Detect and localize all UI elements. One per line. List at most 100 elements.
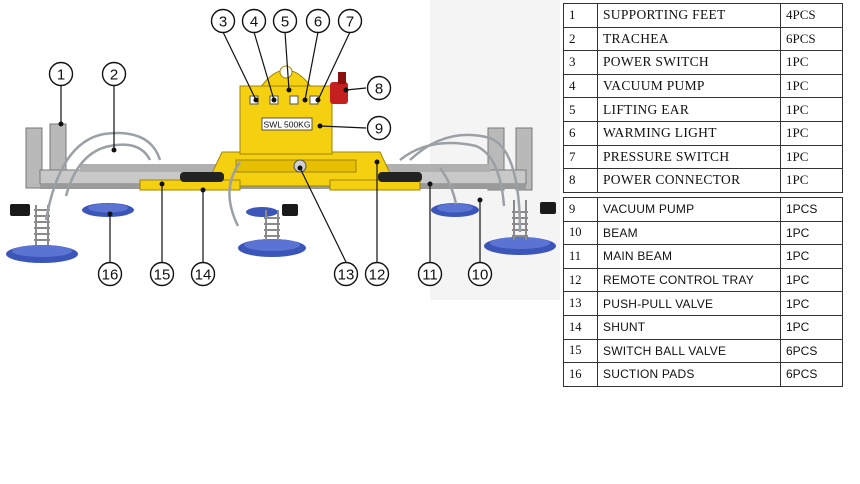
part-quantity: 4PCS (780, 3, 843, 28)
svg-text:4: 4 (250, 14, 258, 31)
leader-lines (60, 31, 481, 263)
part-name: WARMING LIGHT (597, 120, 781, 146)
part-quantity: 1PC (780, 73, 843, 99)
part-quantity: 1PC (780, 97, 843, 122)
part-name: SUCTION PADS (597, 362, 781, 387)
svg-text:1: 1 (57, 67, 65, 84)
part-number: 1 (563, 3, 598, 28)
part-number: 9 (563, 197, 598, 222)
svg-text:3: 3 (219, 14, 227, 31)
callout-12: 12 (364, 261, 390, 287)
callouts: 1 2 3 4 5 6 7 8 9 10 11 12 13 14 15 16 (48, 8, 493, 287)
part-quantity: 1PC (780, 168, 843, 193)
leader-dots (58, 87, 483, 217)
part-number: 5 (563, 97, 598, 122)
part-name: BEAM (597, 220, 781, 246)
callout-15: 15 (149, 261, 175, 287)
part-quantity: 1PC (780, 50, 843, 75)
vacuum-pump-unit: SWL 500KG (239, 65, 333, 155)
part-name: VACUUM PUMP (597, 197, 781, 222)
svg-text:7: 7 (346, 14, 354, 31)
svg-text:9: 9 (375, 121, 383, 138)
part-number: 3 (563, 50, 598, 75)
part-number: 12 (563, 267, 598, 293)
callout-6: 6 (305, 8, 331, 34)
callout-13: 13 (333, 261, 359, 287)
part-quantity: 1PC (780, 267, 843, 293)
svg-text:10: 10 (472, 267, 489, 284)
part-number: 16 (563, 362, 598, 387)
part-name: POWER CONNECTOR (597, 168, 781, 193)
vacuum-lifter-diagram: SWL 500KG (0, 0, 560, 300)
svg-text:14: 14 (195, 267, 212, 284)
part-number: 10 (563, 220, 598, 246)
part-number: 8 (563, 168, 598, 193)
cylinders (180, 172, 422, 182)
part-quantity: 1PC (780, 120, 843, 146)
part-number: 7 (563, 144, 598, 170)
part-name: SUPPORTING FEET (597, 3, 781, 28)
part-quantity: 6PCS (780, 26, 843, 52)
callout-14: 14 (190, 261, 216, 287)
power-connector (330, 72, 348, 104)
part-number: 13 (563, 291, 598, 316)
svg-text:8: 8 (375, 81, 383, 98)
part-name: MAIN BEAM (597, 244, 781, 269)
callout-8: 8 (366, 75, 392, 101)
callout-7: 7 (337, 8, 363, 34)
part-number: 4 (563, 73, 598, 99)
part-number: 15 (563, 338, 598, 364)
part-number: 2 (563, 26, 598, 52)
svg-text:15: 15 (154, 267, 171, 284)
part-quantity: 1PC (780, 220, 843, 246)
part-number: 11 (563, 244, 598, 269)
callout-1: 1 (48, 61, 74, 87)
svg-text:13: 13 (338, 267, 355, 284)
svg-text:11: 11 (422, 267, 438, 284)
part-quantity: 1PC (780, 291, 843, 316)
part-name: VACUUM PUMP (597, 73, 781, 99)
callout-5: 5 (272, 8, 298, 34)
svg-text:12: 12 (369, 267, 386, 284)
callout-16: 16 (97, 261, 123, 287)
svg-text:16: 16 (102, 267, 119, 284)
callout-11: 11 (417, 261, 443, 287)
part-quantity: 1PC (780, 144, 843, 170)
part-quantity: 6PCS (780, 362, 843, 387)
part-quantity: 1PCS (780, 197, 843, 222)
part-quantity: 1PC (780, 244, 843, 269)
part-name: SHUNT (597, 314, 781, 340)
callout-3: 3 (210, 8, 236, 34)
part-name: SWITCH BALL VALVE (597, 338, 781, 364)
part-name: POWER SWITCH (597, 50, 781, 75)
part-name: LIFTING EAR (597, 97, 781, 122)
rating-label: SWL 500KG (264, 120, 311, 130)
part-number: 6 (563, 120, 598, 146)
callout-10: 10 (467, 261, 493, 287)
svg-text:5: 5 (281, 14, 289, 31)
part-name: REMOTE CONTROL TRAY (597, 267, 781, 293)
svg-text:2: 2 (110, 67, 118, 84)
part-name: PRESSURE SWITCH (597, 144, 781, 170)
callout-2: 2 (101, 61, 127, 87)
part-name: TRACHEA (597, 26, 781, 52)
part-quantity: 6PCS (780, 338, 843, 364)
svg-text:6: 6 (314, 14, 322, 31)
